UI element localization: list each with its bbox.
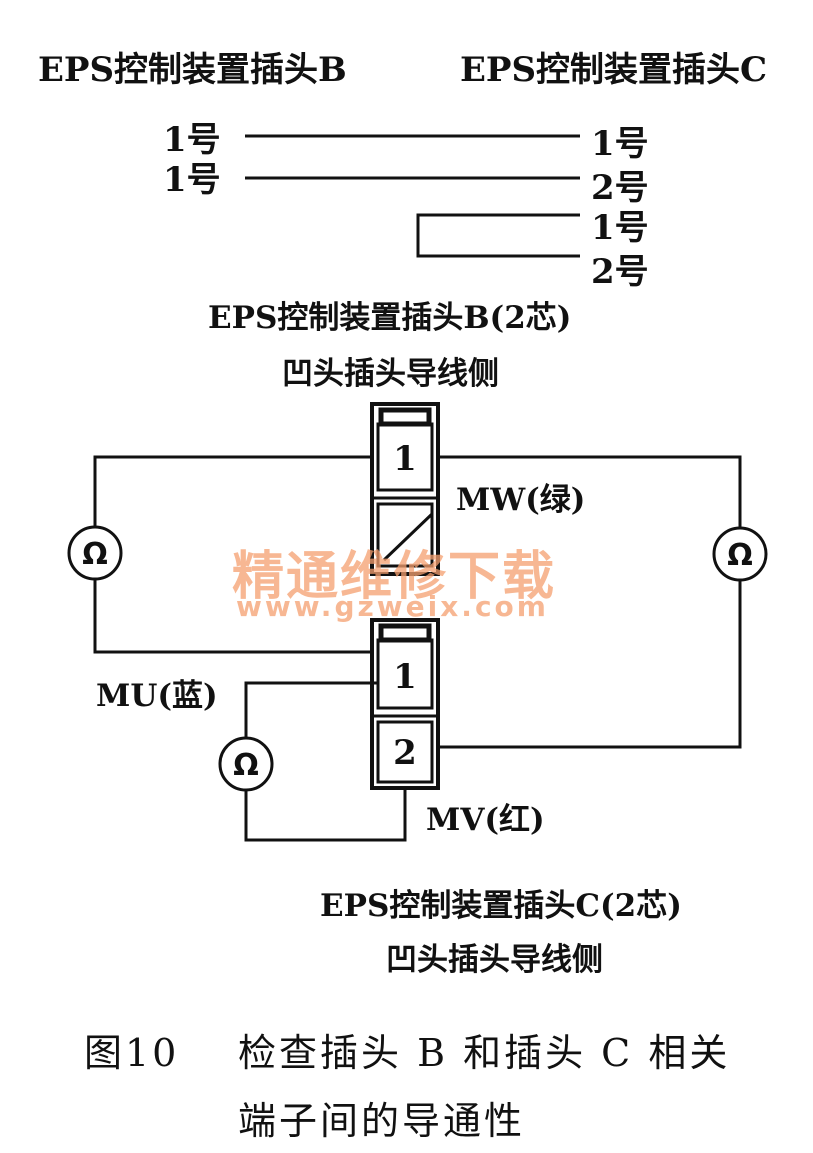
plug-b-header: EPS控制装置插头B <box>38 50 347 90</box>
connector-b-subcaption: 凹头插头导线侧 <box>282 356 499 392</box>
wire-right-to-c2 <box>438 580 742 749</box>
c-pin-label-4: 2号 <box>591 252 649 292</box>
c-pin-label-2: 2号 <box>591 168 649 208</box>
connector-b-pin2-box <box>376 502 434 568</box>
connector-c-pin1-box <box>376 638 434 710</box>
connector-b-pin1-box <box>376 422 434 492</box>
watermark-title: 精通维修下载 <box>232 547 557 607</box>
figure-caption-line2: 端子间的导通性 <box>238 1099 526 1143</box>
connector-b-pin1-number: 1 <box>393 439 417 479</box>
wire-bottom-to-c2 <box>244 788 407 842</box>
ohmmeter-bottom <box>218 736 274 792</box>
wire-b1-right <box>438 455 742 528</box>
connector-b-caption: EPS控制装置插头B(2芯) <box>208 300 572 336</box>
wire-left-to-c1 <box>93 578 372 654</box>
ohm-symbol-right: Ω <box>727 538 753 573</box>
b-pin-label-2: 1号 <box>163 160 221 200</box>
connector-b-body <box>370 402 440 576</box>
c-pin-label-3: 1号 <box>591 208 649 248</box>
connector-c-subcaption: 凹头插头导线侧 <box>386 942 603 978</box>
connector-b-latch <box>378 407 432 427</box>
connector-c-latch <box>378 623 432 643</box>
wire-label-mv: MV(红) <box>426 802 545 838</box>
b-pin-label-1: 1号 <box>163 120 221 160</box>
figure-number: 图10 <box>84 1031 180 1075</box>
ohmmeter-left <box>67 525 123 581</box>
plug-c-header: EPS控制装置插头C <box>460 50 768 90</box>
wire-b1-left <box>93 455 372 528</box>
connector-c-pin2-box <box>376 720 434 784</box>
connector-c-pin2-number: 2 <box>393 733 417 773</box>
map-bracket <box>416 213 580 258</box>
wire-label-mw: MW(绿) <box>456 482 586 518</box>
wire-label-mu: MU(蓝) <box>96 678 218 714</box>
wire-c1-bottom <box>244 681 378 738</box>
connector-c-caption: EPS控制装置插头C(2芯) <box>320 888 682 924</box>
ohm-symbol-bottom: Ω <box>233 748 259 783</box>
ohm-symbol-left: Ω <box>82 537 108 572</box>
ohmmeter-right <box>712 526 768 582</box>
connector-c-pin1-number: 1 <box>393 657 417 697</box>
watermark-url: www.gzweix.com <box>236 590 549 623</box>
figure-caption: 检查插头 B 和插头 C 相关 <box>238 1031 731 1075</box>
c-pin-label-1: 1号 <box>591 124 649 164</box>
